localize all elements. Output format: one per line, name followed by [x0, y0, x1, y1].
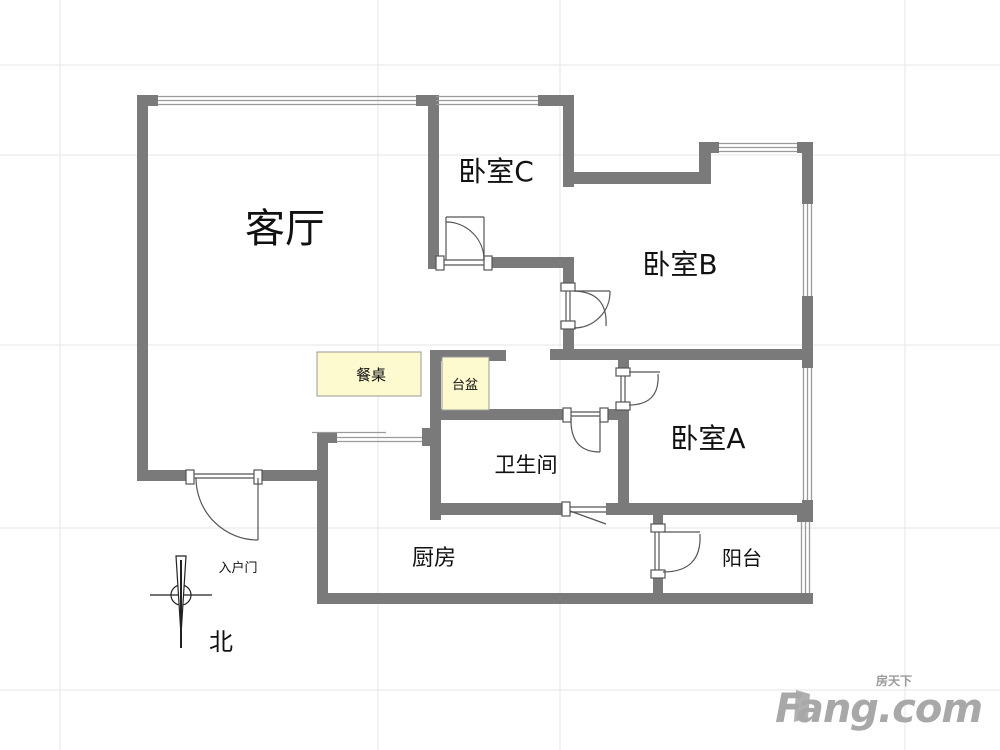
- doors: [185, 216, 701, 579]
- bedroom-b-door: [560, 282, 611, 330]
- bathroom-label: 卫生间: [495, 453, 558, 477]
- kitchen-label: 厨房: [412, 546, 456, 571]
- watermark-brand-text: 房天下: [875, 674, 912, 688]
- north-label: 北: [209, 628, 233, 656]
- sink-label: 台盆: [452, 378, 478, 393]
- bedroom-b-label: 卧室B: [642, 248, 717, 281]
- dining-table: [316, 351, 422, 397]
- north-compass-icon: [150, 555, 212, 648]
- fang-watermark: 房天下 Fang.com: [775, 672, 983, 732]
- dining-table-label: 餐桌: [356, 366, 386, 384]
- entrance-door: [185, 469, 263, 541]
- bedroom-c-door: [435, 216, 493, 271]
- bathroom-door: [562, 407, 609, 453]
- watermark-logo-text: Fang.com: [775, 686, 983, 732]
- bathroom-kitchen-door: [561, 501, 607, 525]
- windows: [158, 95, 813, 593]
- living-room-label: 客厅: [245, 206, 325, 252]
- bedroom-a-door: [615, 367, 660, 411]
- walls: [137, 95, 813, 604]
- sink-counter: [441, 356, 490, 411]
- fang-logo-icon: [794, 690, 810, 722]
- entrance-door-label: 入户门: [218, 560, 257, 576]
- balcony-door: [650, 523, 701, 579]
- balcony-label: 阳台: [722, 546, 762, 570]
- furniture: [316, 351, 490, 411]
- bedroom-a-label: 卧室A: [670, 422, 745, 455]
- bedroom-c-label: 卧室C: [458, 155, 534, 188]
